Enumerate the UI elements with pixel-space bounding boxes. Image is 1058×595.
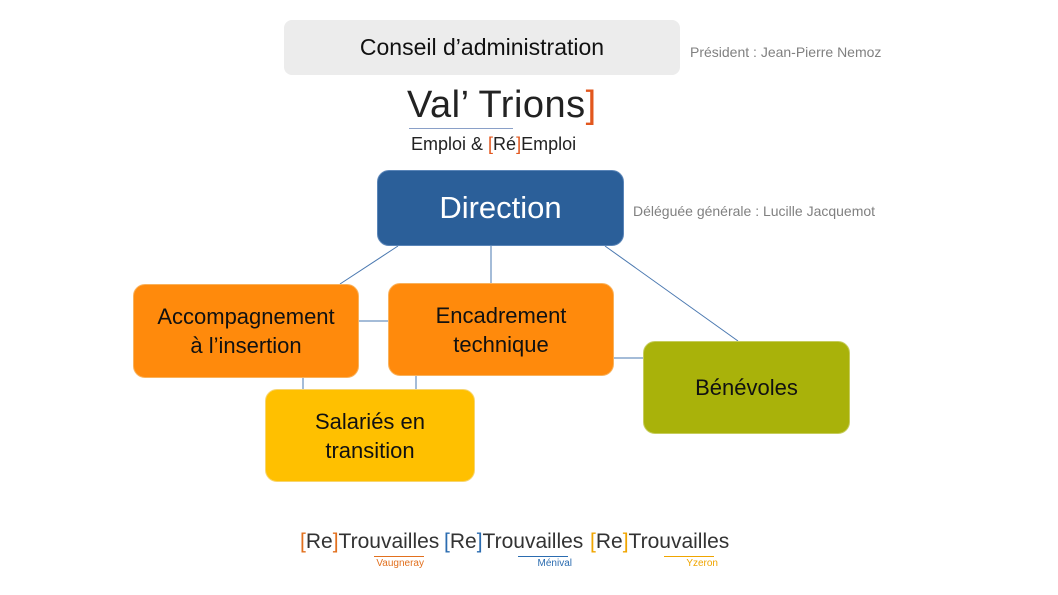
direction-box: Direction <box>377 170 624 246</box>
logo-bracket: ] <box>585 84 597 126</box>
connector-direction-benevoles <box>604 245 739 342</box>
rt-re: Re <box>595 530 623 553</box>
encadrement-line1: Encadrement <box>435 302 567 328</box>
connector-direction-accompagnement <box>339 245 399 285</box>
board-title: Conseil d’administration <box>359 34 605 60</box>
rt-location: Ménival <box>537 558 572 569</box>
board-box: Conseil d’administration <box>284 20 680 75</box>
benevoles-label: Bénévoles <box>695 374 798 400</box>
rt-re: Re <box>305 530 333 553</box>
rt-close: ] <box>476 530 483 553</box>
president-note: Président : Jean-Pierre Nemoz <box>690 44 882 60</box>
salaries-line1: Salariés en <box>314 408 426 434</box>
retrouvailles-logo-vaugneray: [Re]Trouvailles Vaugneray <box>300 530 439 570</box>
benevoles-box: Bénévoles <box>643 341 850 434</box>
accompagnement-line2: à l’insertion <box>190 333 302 358</box>
logo-subtitle-bracket-close: ] <box>516 134 522 154</box>
accompagnement-line1: Accompagnement <box>157 304 335 329</box>
retrouvailles-logo-yzeron: [Re]Trouvailles Yzeron <box>590 530 729 570</box>
rt-open: [ <box>590 530 596 553</box>
rt-name: Trouvailles <box>628 530 730 553</box>
logo-title: Val’ Trions] <box>407 82 607 128</box>
rt-rule <box>664 556 714 557</box>
rt-location: Vaugneray <box>376 558 424 569</box>
rt-name: Trouvailles <box>482 530 584 553</box>
rt-close: ] <box>332 530 339 553</box>
logo-rule <box>409 128 513 129</box>
rt-rule <box>518 556 568 557</box>
rt-open: [ <box>444 530 450 553</box>
logo-subtitle: Emploi & [Ré]Emploi <box>411 134 576 155</box>
encadrement-box: Encadrement technique <box>388 283 614 376</box>
rt-close: ] <box>622 530 629 553</box>
valtrions-logo: Val’ Trions] Emploi & [Ré]Emploi <box>407 82 607 154</box>
direction-label: Direction <box>439 190 562 225</box>
logo-subtitle-post: Emploi <box>521 134 577 154</box>
rt-name: Trouvailles <box>338 530 440 553</box>
rt-location: Yzeron <box>686 558 718 569</box>
logo-subtitle-re: Ré <box>493 134 517 154</box>
delegate-note: Déléguée générale : Lucille Jacquemot <box>633 203 876 219</box>
accompagnement-box: Accompagnement à l’insertion <box>133 284 359 378</box>
rt-re: Re <box>449 530 477 553</box>
logo-subtitle-pre: Emploi & <box>411 134 489 154</box>
encadrement-line2: technique <box>453 331 549 357</box>
salaries-box: Salariés en transition <box>265 389 475 482</box>
logo-name: Val’ Trions <box>407 84 586 126</box>
retrouvailles-logo-menival: [Re]Trouvailles Ménival <box>444 530 583 570</box>
logo-subtitle-bracket-open: [ <box>488 134 494 154</box>
rt-rule <box>374 556 424 557</box>
rt-open: [ <box>300 530 306 553</box>
salaries-line2: transition <box>325 437 415 463</box>
